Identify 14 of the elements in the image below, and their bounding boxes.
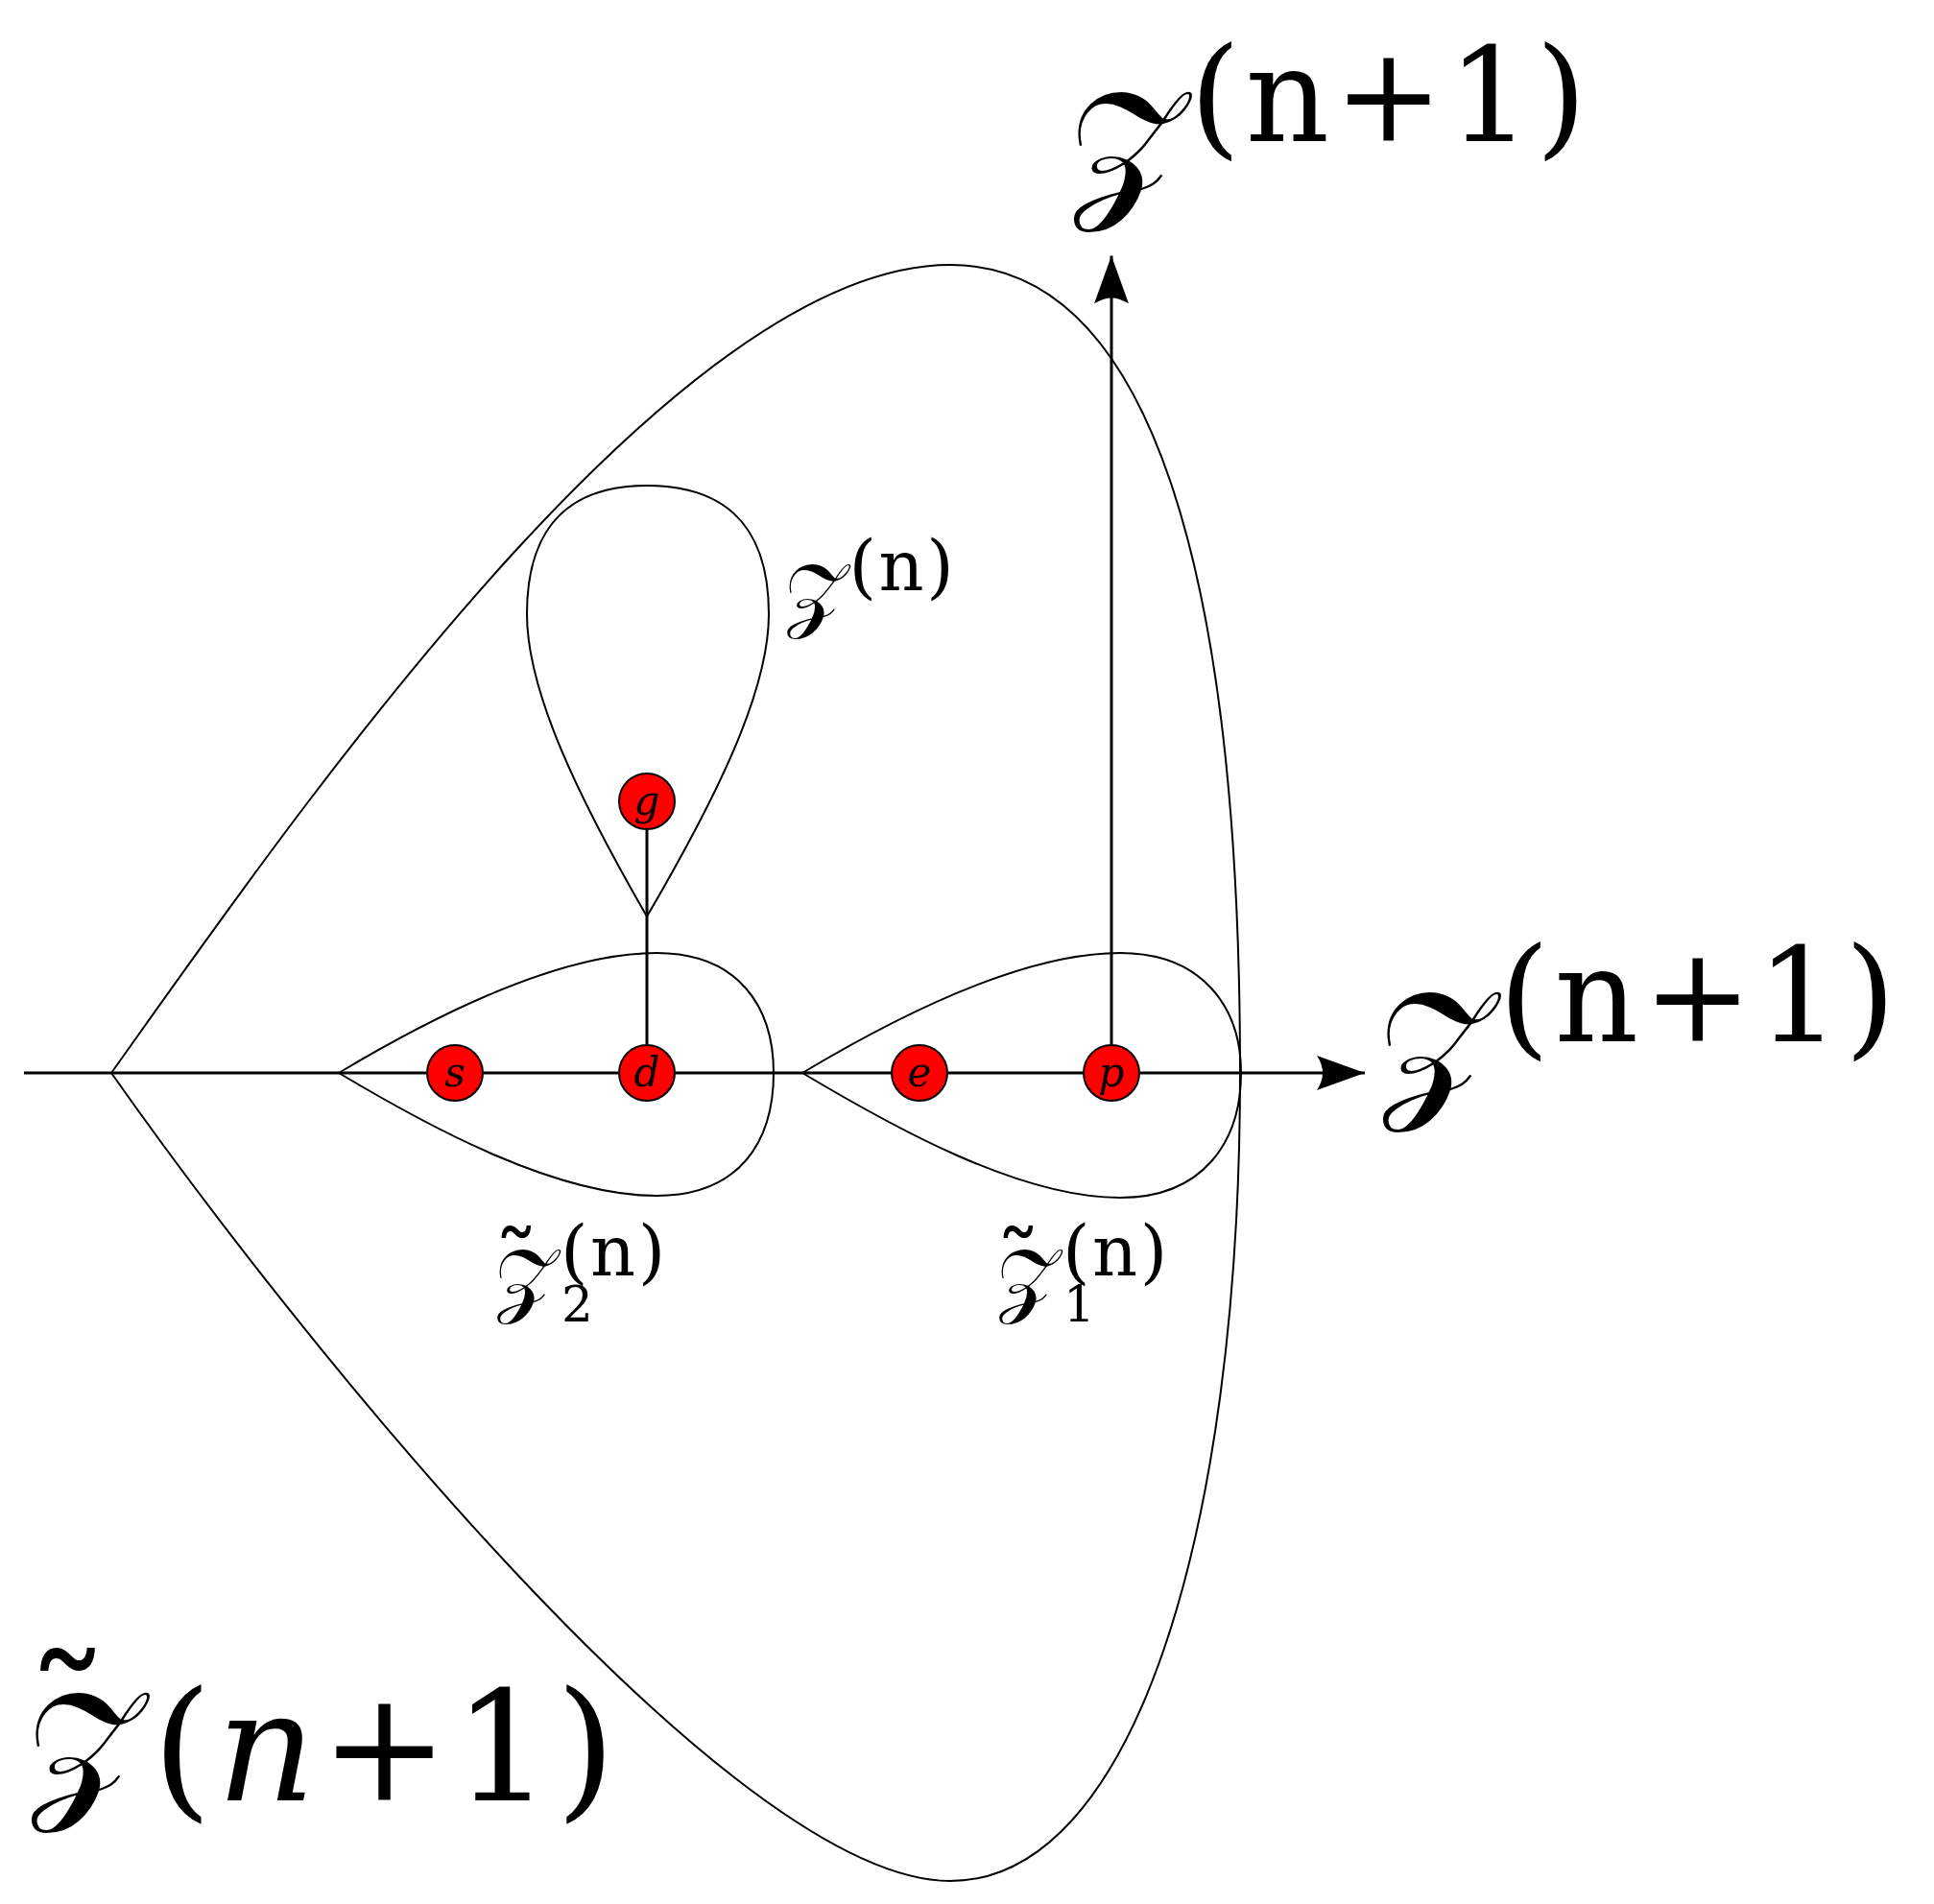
math-label: 𝒵̃(n+1) — [24, 1624, 622, 1839]
math-label: 𝒵$^{(n+1)}$ — [1365, 921, 1913, 1156]
connector-line — [645, 830, 649, 1044]
connector-line — [948, 1071, 1083, 1075]
connector-line — [484, 1071, 618, 1075]
vertex-circle: g — [618, 773, 676, 830]
vertex-circle: e — [891, 1044, 948, 1102]
vertex-circle: s — [426, 1044, 484, 1102]
vertex-circle: p — [1083, 1044, 1140, 1102]
math-label: 𝒵$^{(n+1)}$ — [1056, 21, 1604, 256]
connector-line — [24, 1071, 426, 1075]
math-label: 𝒵$^{(n)}$ — [782, 526, 958, 644]
connector-line — [676, 1071, 891, 1075]
vertex-circle: d — [618, 1044, 676, 1102]
